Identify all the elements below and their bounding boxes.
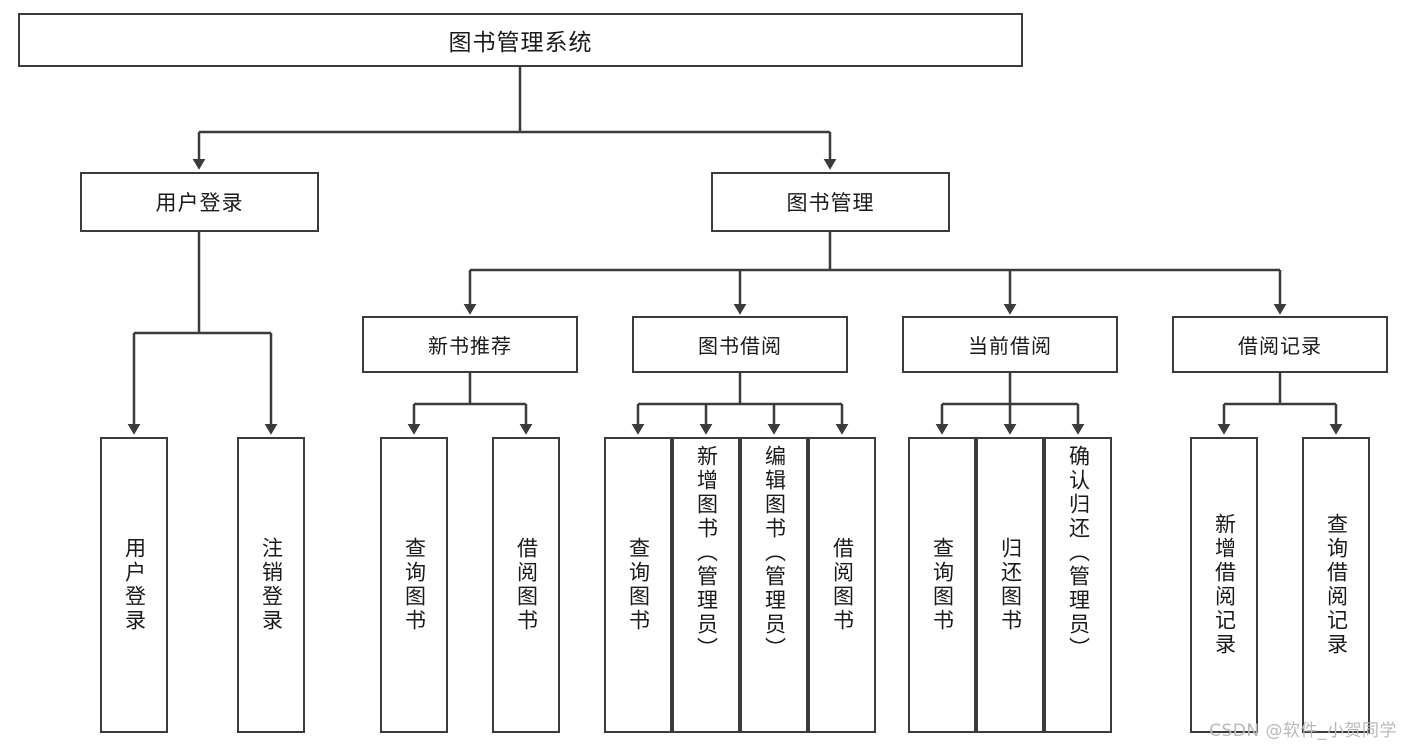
leaf-current-borrow-return[interactable]: 归还图书 <box>976 437 1044 733</box>
node-borrow-record[interactable]: 借阅记录 <box>1172 316 1388 373</box>
node-book-management-label: 图书管理 <box>786 191 875 215</box>
node-current-borrow[interactable]: 当前借阅 <box>902 316 1118 373</box>
leaf-new-book-query[interactable]: 查询图书 <box>380 437 448 733</box>
leaf-user-login-signin-label: 用户登录 <box>122 537 147 633</box>
leaf-book-borrow-lend[interactable]: 借阅图书 <box>808 437 876 733</box>
leaf-borrow-record-add[interactable]: 新增借阅记录 <box>1190 437 1258 733</box>
leaf-new-book-borrow[interactable]: 借阅图书 <box>492 437 560 733</box>
leaf-borrow-record-query-label: 查询借阅记录 <box>1324 513 1349 657</box>
node-new-book-recommend[interactable]: 新书推荐 <box>362 316 578 373</box>
leaf-user-login-signin[interactable]: 用户登录 <box>100 437 168 733</box>
leaf-book-borrow-lend-label: 借阅图书 <box>830 537 855 633</box>
leaf-current-borrow-return-label: 归还图书 <box>998 537 1023 633</box>
node-book-borrow[interactable]: 图书借阅 <box>632 316 848 373</box>
node-borrow-record-label: 借阅记录 <box>1238 334 1322 358</box>
leaf-borrow-record-query[interactable]: 查询借阅记录 <box>1302 437 1370 733</box>
leaf-user-login-signout[interactable]: 注销登录 <box>237 437 305 733</box>
node-current-borrow-label: 当前借阅 <box>968 334 1052 358</box>
node-book-management[interactable]: 图书管理 <box>711 172 950 232</box>
leaf-current-borrow-query-label: 查询图书 <box>930 537 955 633</box>
leaf-current-borrow-confirm[interactable]: 确认归还（管理员） <box>1044 437 1112 733</box>
leaf-book-borrow-edit-label: 编辑图书（管理员） <box>762 445 787 661</box>
node-new-book-recommend-label: 新书推荐 <box>428 334 512 358</box>
leaf-borrow-record-add-label: 新增借阅记录 <box>1212 513 1237 657</box>
leaf-user-login-signout-label: 注销登录 <box>259 537 284 633</box>
node-user-login[interactable]: 用户登录 <box>80 172 319 232</box>
leaf-current-borrow-query[interactable]: 查询图书 <box>908 437 976 733</box>
leaf-book-borrow-query[interactable]: 查询图书 <box>604 437 672 733</box>
node-book-borrow-label: 图书借阅 <box>698 334 782 358</box>
leaf-book-borrow-add-label: 新增图书（管理员） <box>694 445 719 661</box>
leaf-new-book-borrow-label: 借阅图书 <box>514 537 539 633</box>
leaf-book-borrow-query-label: 查询图书 <box>626 537 651 633</box>
leaf-book-borrow-add[interactable]: 新增图书（管理员） <box>672 437 740 733</box>
leaf-book-borrow-edit[interactable]: 编辑图书（管理员） <box>740 437 808 733</box>
node-user-login-label: 用户登录 <box>155 191 244 215</box>
leaf-current-borrow-confirm-label: 确认归还（管理员） <box>1066 445 1091 661</box>
csdn-watermark: CSDN @软件_小贺同学 <box>1209 721 1397 741</box>
leaf-new-book-query-label: 查询图书 <box>402 537 427 633</box>
node-root-system[interactable]: 图书管理系统 <box>18 13 1023 67</box>
node-root-system-label: 图书管理系统 <box>448 30 593 56</box>
